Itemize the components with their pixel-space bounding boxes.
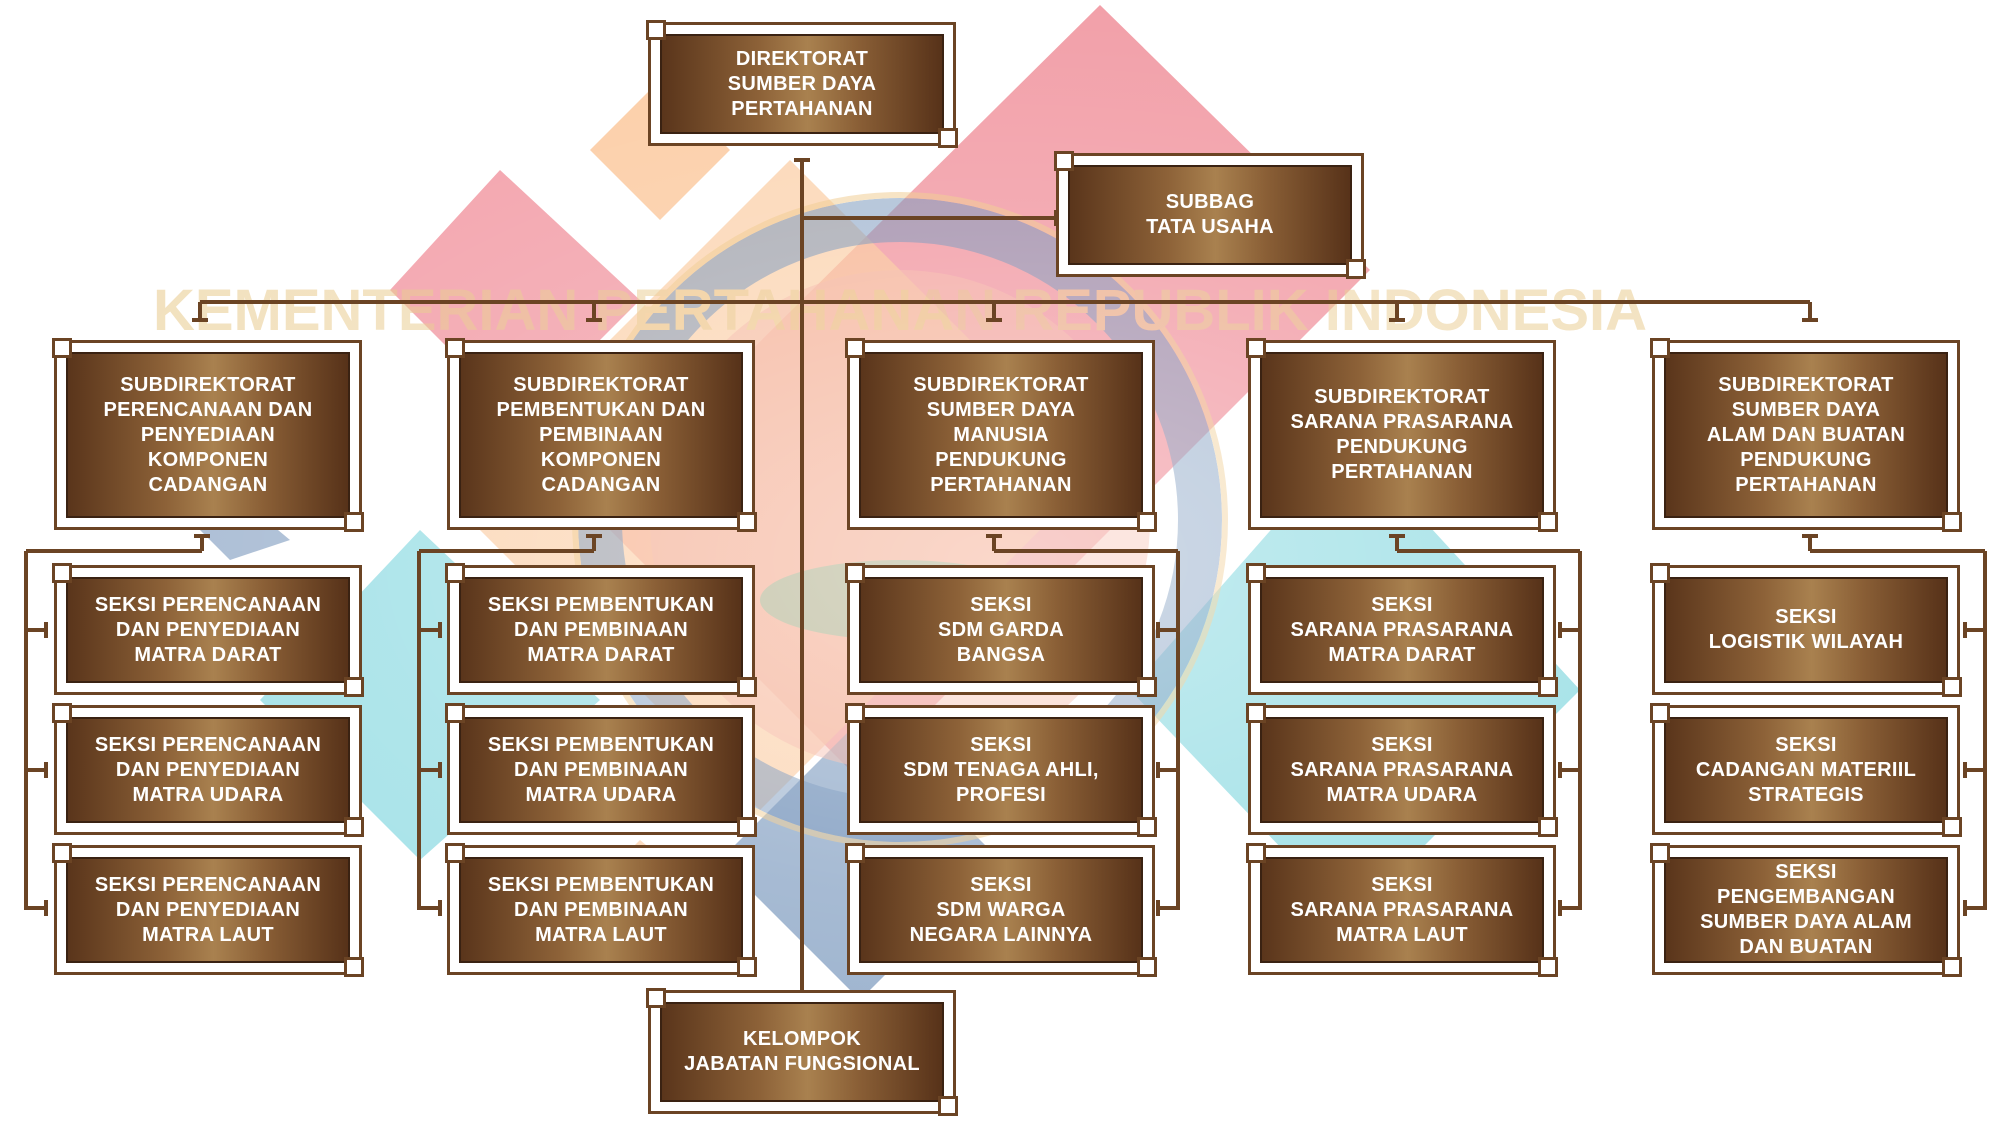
subbag-tata-usaha-box: SUBBAG TATA USAHA: [1054, 151, 1366, 279]
seksi-box: SEKSI CADANGAN MATERIIL STRATEGIS: [1650, 703, 1962, 837]
subdirektorat-box: SUBDIREKTORAT SUMBER DAYA ALAM DAN BUATA…: [1650, 338, 1962, 532]
seksi-box: SEKSI PERENCANAAN DAN PENYEDIAAN MATRA D…: [52, 563, 364, 697]
seksi-box: SEKSI SARANA PRASARANA MATRA UDARA: [1246, 703, 1558, 837]
seksi-label: SEKSI SDM TENAGA AHLI, PROFESI: [903, 733, 1099, 806]
seksi-label: SEKSI SDM WARGA NEGARA LAINNYA: [909, 873, 1093, 946]
seksi-label: SEKSI PERENCANAAN DAN PENYEDIAAN MATRA U…: [94, 733, 322, 806]
seksi-label: SEKSI CADANGAN MATERIIL STRATEGIS: [1695, 733, 1917, 806]
seksi-box: SEKSI PERENCANAAN DAN PENYEDIAAN MATRA L…: [52, 843, 364, 977]
subdirektorat-label: SUBDIREKTORAT PERENCANAAN DAN PENYEDIAAN…: [103, 373, 313, 496]
seksi-label: SEKSI SARANA PRASARANA MATRA LAUT: [1290, 873, 1514, 946]
seksi-label: SEKSI PERENCANAAN DAN PENYEDIAAN MATRA L…: [94, 873, 322, 946]
seksi-label: SEKSI LOGISTIK WILAYAH: [1708, 606, 1904, 653]
seksi-box: SEKSI SARANA PRASARANA MATRA LAUT: [1246, 843, 1558, 977]
kelompok-jabatan-fungsional-box: KELOMPOK JABATAN FUNGSIONAL: [646, 988, 958, 1116]
seksi-box: SEKSI PEMBENTUKAN DAN PEMBINAAN MATRA UD…: [445, 703, 757, 837]
direktorat-box: DIREKTORAT SUMBER DAYA PERTAHANAN: [646, 20, 958, 148]
seksi-box: SEKSI SDM WARGA NEGARA LAINNYA: [845, 843, 1157, 977]
seksi-label: SEKSI SARANA PRASARANA MATRA DARAT: [1290, 593, 1514, 666]
seksi-label: SEKSI PENGEMBANGAN SUMBER DAYA ALAM DAN …: [1700, 861, 1912, 958]
subbag-label: SUBBAG TATA USAHA: [1146, 191, 1274, 238]
seksi-box: SEKSI SARANA PRASARANA MATRA DARAT: [1246, 563, 1558, 697]
direktorat-label: DIREKTORAT SUMBER DAYA PERTAHANAN: [727, 47, 877, 120]
kelompok-label: KELOMPOK JABATAN FUNGSIONAL: [684, 1028, 920, 1075]
subdirektorat-box: SUBDIREKTORAT PEMBENTUKAN DAN PEMBINAAN …: [445, 338, 757, 532]
seksi-box: SEKSI PEMBENTUKAN DAN PEMBINAAN MATRA LA…: [445, 843, 757, 977]
subdirektorat-label: SUBDIREKTORAT SUMBER DAYA MANUSIA PENDUK…: [913, 373, 1089, 496]
subdirektorat-label: SUBDIREKTORAT SARANA PRASARANA PENDUKUNG…: [1290, 386, 1514, 483]
seksi-label: SEKSI PEMBENTUKAN DAN PEMBINAAN MATRA DA…: [487, 593, 715, 666]
seksi-box: SEKSI PEMBENTUKAN DAN PEMBINAAN MATRA DA…: [445, 563, 757, 697]
subdirektorat-label: SUBDIREKTORAT SUMBER DAYA ALAM DAN BUATA…: [1706, 373, 1906, 496]
seksi-box: SEKSI PENGEMBANGAN SUMBER DAYA ALAM DAN …: [1650, 843, 1962, 977]
subdirektorat-box: SUBDIREKTORAT SUMBER DAYA MANUSIA PENDUK…: [845, 338, 1157, 532]
seksi-label: SEKSI PEMBENTUKAN DAN PEMBINAAN MATRA UD…: [487, 733, 715, 806]
subdirektorat-box: SUBDIREKTORAT PERENCANAAN DAN PENYEDIAAN…: [52, 338, 364, 532]
seksi-box: SEKSI SDM TENAGA AHLI, PROFESI: [845, 703, 1157, 837]
subdirektorat-box: SUBDIREKTORAT SARANA PRASARANA PENDUKUNG…: [1246, 338, 1558, 532]
seksi-box: SEKSI SDM GARDA BANGSA: [845, 563, 1157, 697]
seksi-label: SEKSI SARANA PRASARANA MATRA UDARA: [1290, 733, 1514, 806]
seksi-box: SEKSI LOGISTIK WILAYAH: [1650, 563, 1962, 697]
subdirektorat-label: SUBDIREKTORAT PEMBENTUKAN DAN PEMBINAAN …: [496, 373, 706, 496]
seksi-box: SEKSI PERENCANAAN DAN PENYEDIAAN MATRA U…: [52, 703, 364, 837]
seksi-label: SEKSI SDM GARDA BANGSA: [937, 593, 1065, 666]
seksi-label: SEKSI PERENCANAAN DAN PENYEDIAAN MATRA D…: [94, 593, 322, 666]
seksi-label: SEKSI PEMBENTUKAN DAN PEMBINAAN MATRA LA…: [487, 873, 715, 946]
